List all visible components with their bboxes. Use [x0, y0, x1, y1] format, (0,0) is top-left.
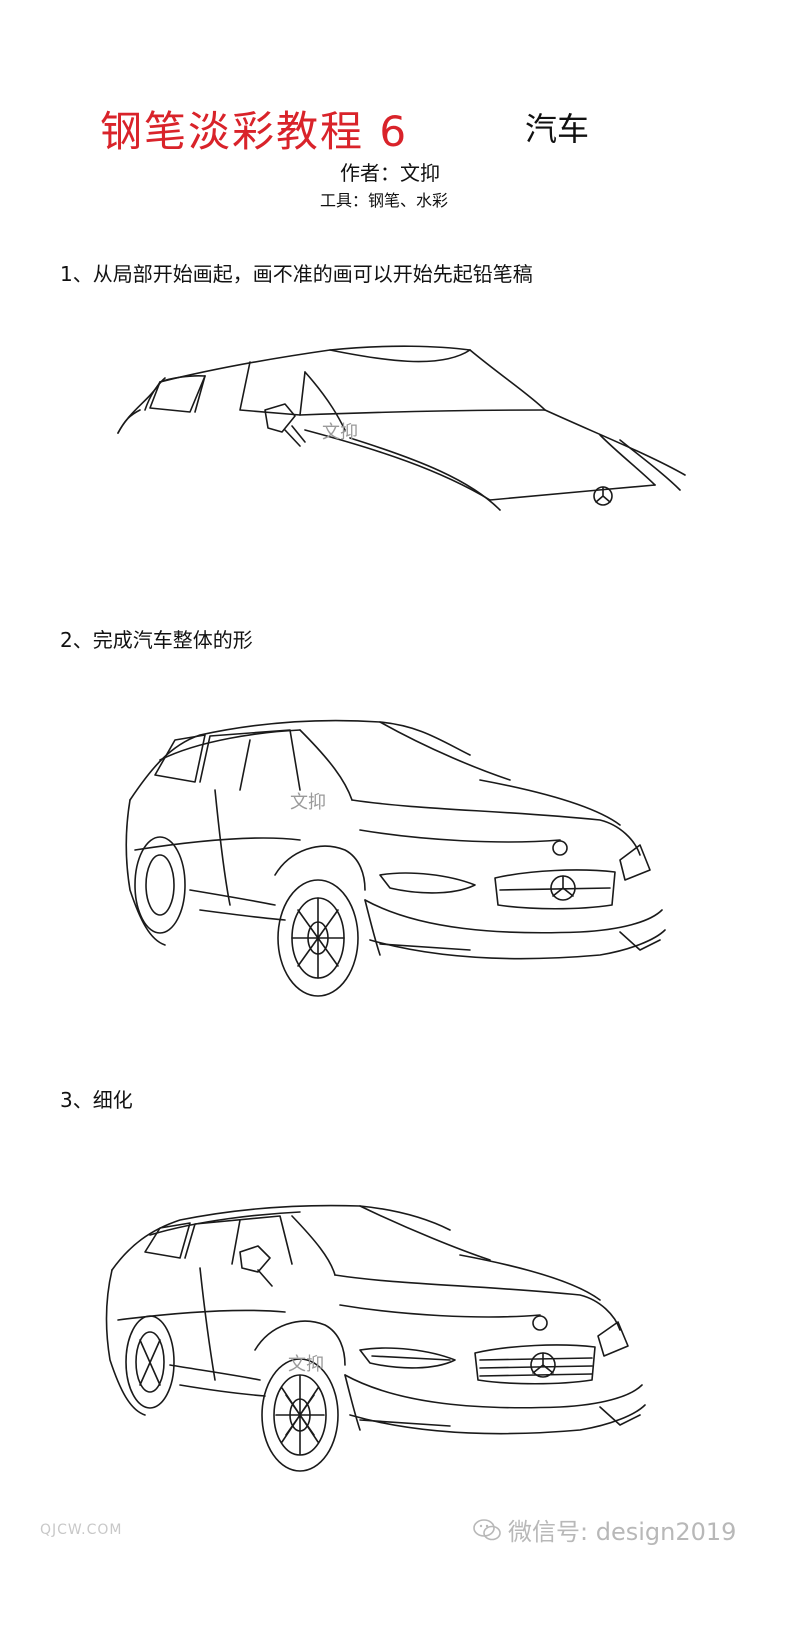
step-1-sketch: 文抑	[0, 320, 787, 540]
step-1-label: 1、从局部开始画起，画不准的画可以开始先起铅笔稿	[60, 262, 533, 286]
artist-signature: 文抑	[322, 422, 358, 443]
step-2-label: 2、完成汽车整体的形	[60, 628, 253, 652]
step-2-sketch: 文抑	[0, 700, 787, 1030]
wechat-id-text: 微信号: design2019	[508, 1518, 737, 1546]
artist-signature: 文抑	[288, 1354, 324, 1375]
wechat-watermark: 微信号: design2019	[472, 1512, 736, 1547]
tutorial-subject: 汽车	[525, 110, 590, 148]
artist-signature: 文抑	[290, 792, 326, 813]
wechat-icon	[473, 1518, 501, 1540]
author-line: 作者：文抑	[340, 161, 440, 185]
step-3-label: 3、细化	[60, 1088, 133, 1112]
tools-line: 工具：钢笔、水彩	[320, 191, 449, 210]
site-watermark: QJCW.COM	[40, 1522, 123, 1538]
step-3-sketch: 文抑	[0, 1190, 787, 1490]
tutorial-title: 钢笔淡彩教程 6	[100, 107, 409, 156]
